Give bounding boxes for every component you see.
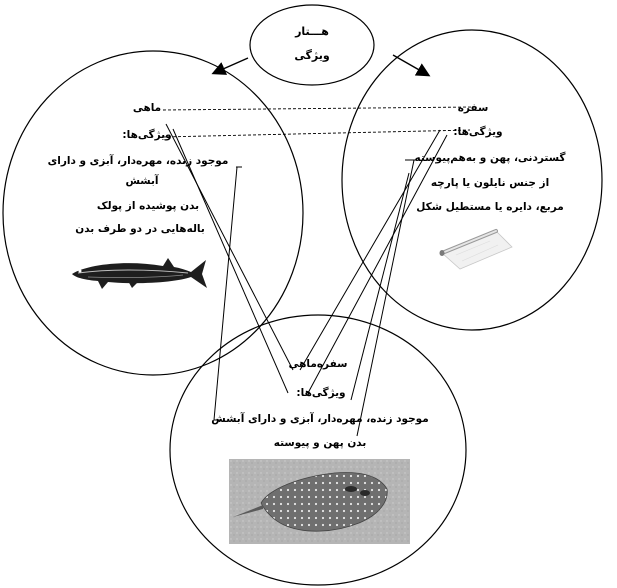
cloth-name: سفره bbox=[457, 102, 489, 114]
fish-feature-2: بدن پوشیده از پولک bbox=[96, 200, 200, 212]
cloth-image bbox=[439, 229, 513, 270]
fish-name: ماهی bbox=[132, 102, 162, 114]
cloth-feature-2: از جنس نایلون یا پارچه bbox=[430, 177, 550, 189]
fish-image bbox=[72, 258, 207, 289]
cloth-link-4 bbox=[350, 172, 410, 401]
ray-feature-2: بدن پهن و پیوسته bbox=[273, 437, 367, 449]
fish-link-3 bbox=[213, 166, 238, 421]
top-oval bbox=[249, 4, 375, 86]
ray-feature-1: موجود زنده، مهره‌دار، آبزی و دارای آبشش bbox=[211, 413, 429, 425]
dashed-name-link bbox=[162, 106, 474, 111]
ray-features-label: ویژگی‌ها: bbox=[296, 387, 346, 399]
ray-name: سفره‌ماهی bbox=[288, 358, 348, 370]
top-line-1: هـــتار bbox=[295, 25, 329, 38]
top-line-2: ویژگی bbox=[294, 49, 330, 62]
cloth-link-1 bbox=[299, 129, 441, 371]
fish-feature-1: موجود زنده، مهره‌دار، آبزی و دارای bbox=[47, 155, 229, 167]
cloth-feature-1: گستردنی، پهن و به‌هم‌پیوسته bbox=[414, 152, 566, 164]
cloth-link-3 bbox=[356, 159, 415, 437]
ray-circle bbox=[169, 314, 467, 586]
arrow-right bbox=[392, 54, 431, 77]
dashed-features-link bbox=[162, 129, 471, 138]
cloth-features-label: ویژگی‌ها: bbox=[453, 126, 503, 138]
stingray-image bbox=[229, 459, 410, 544]
cloth-feature-3: مربع، دایره یا مستطیل شکل bbox=[416, 201, 564, 213]
cloth-link-2 bbox=[307, 134, 448, 394]
fish-feature-1b: آبشش bbox=[125, 175, 159, 187]
arrow-left bbox=[211, 57, 249, 75]
fish-link-2 bbox=[172, 128, 289, 394]
fish-feature-3: باله‌هایی در دو طرف بدن bbox=[75, 223, 205, 235]
fish-features-label: ویژگی‌ها: bbox=[122, 129, 172, 141]
fish-circle bbox=[2, 50, 304, 376]
cloth-circle bbox=[341, 29, 603, 331]
